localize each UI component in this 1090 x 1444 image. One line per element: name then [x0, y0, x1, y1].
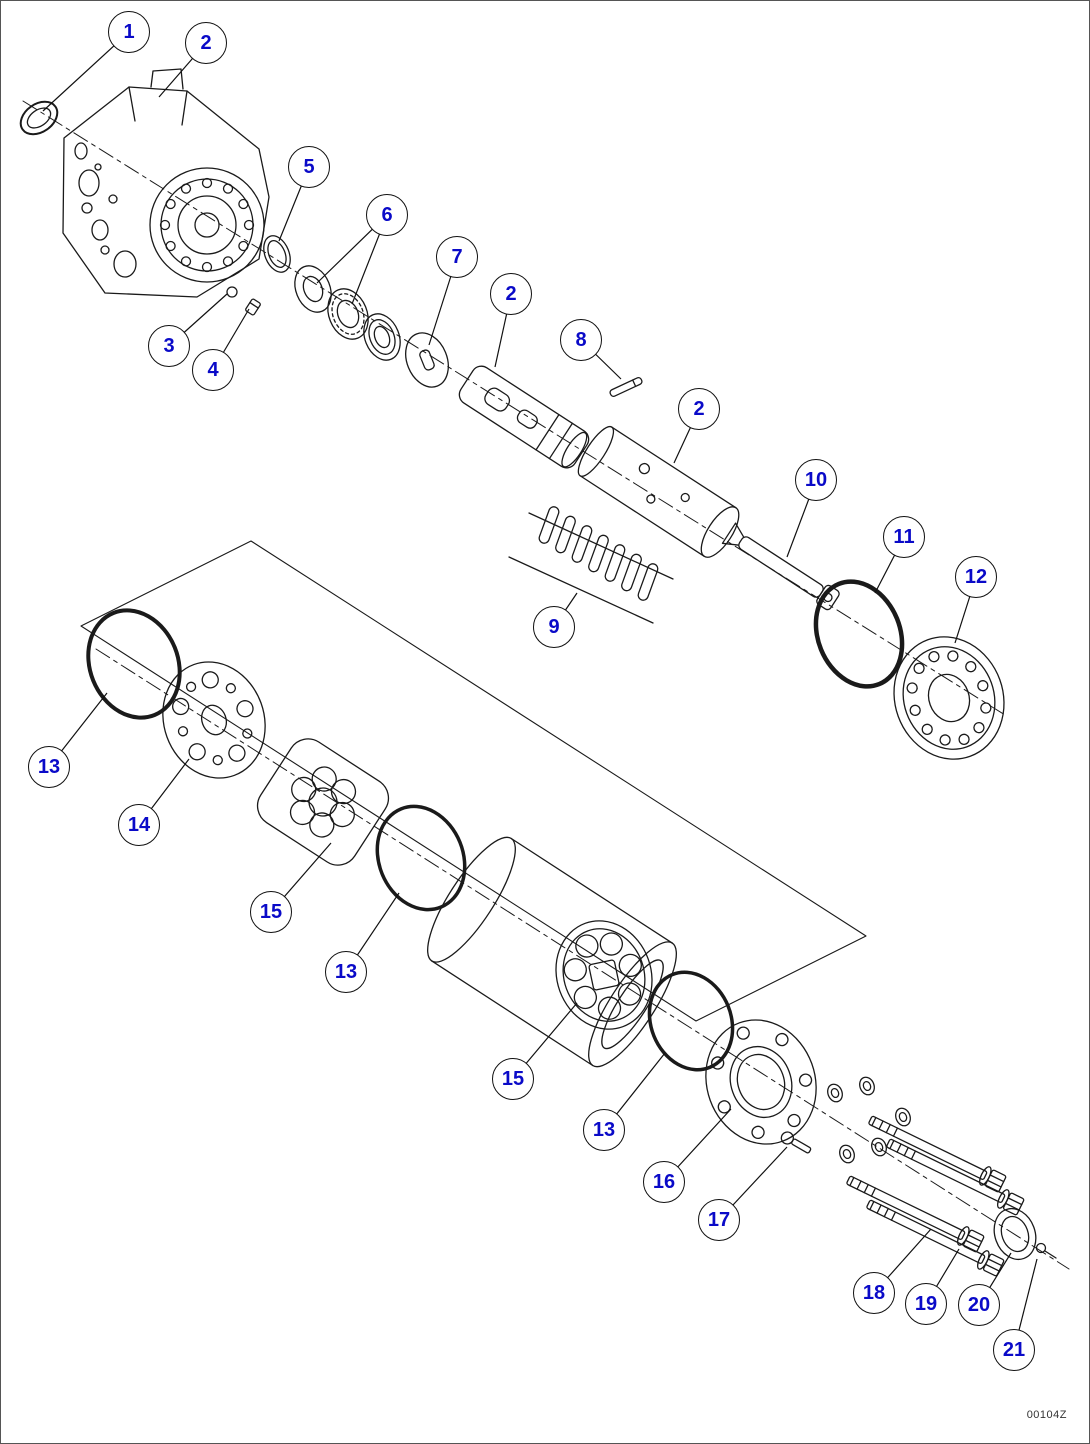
- cylinder-body: [427, 836, 677, 1068]
- part-19-bolt: [846, 1175, 985, 1253]
- part-3-ball: [226, 286, 238, 298]
- part-6-washer: [294, 265, 332, 313]
- washer: [839, 1144, 855, 1164]
- part-1-oring: [19, 100, 59, 136]
- part-16-end-cover: [705, 1019, 817, 1145]
- part-11-oring: [813, 579, 905, 689]
- part-21-screw: [1035, 1242, 1057, 1259]
- part-9-springs: [508, 506, 674, 624]
- part-19-bolt: [866, 1199, 1005, 1277]
- bearing-ring: [363, 313, 401, 361]
- part-15-rotor: [555, 920, 653, 1030]
- part-13-oring-a: [86, 608, 182, 720]
- washer: [827, 1083, 843, 1103]
- part-2-spool: [458, 365, 590, 469]
- part-5-ring: [263, 235, 291, 273]
- boundary-panel: [80, 540, 867, 1022]
- part-8-pin: [609, 376, 643, 398]
- part-14-plate: [162, 661, 266, 779]
- part-18-bolt: [868, 1115, 1007, 1193]
- part-12-plate: [893, 636, 1005, 760]
- part-7-plate: [405, 332, 449, 388]
- part-15-stator: [256, 738, 390, 866]
- centerline-lower: [95, 648, 1070, 1270]
- part-17-screw: [780, 1131, 812, 1154]
- washer: [895, 1107, 911, 1127]
- part-13-oring-b: [375, 804, 467, 912]
- drawing-number: 00104Z: [1026, 1409, 1067, 1421]
- part-18-bolt: [886, 1138, 1025, 1216]
- washer: [871, 1137, 887, 1157]
- part-13-oring-c: [647, 970, 735, 1072]
- part-2-housing: [62, 68, 270, 298]
- part-20-cover: [993, 1207, 1037, 1261]
- centerline-upper: [22, 100, 1006, 716]
- part-2-sleeve: [577, 425, 740, 558]
- part-4-plug: [245, 298, 261, 316]
- washer: [859, 1076, 875, 1096]
